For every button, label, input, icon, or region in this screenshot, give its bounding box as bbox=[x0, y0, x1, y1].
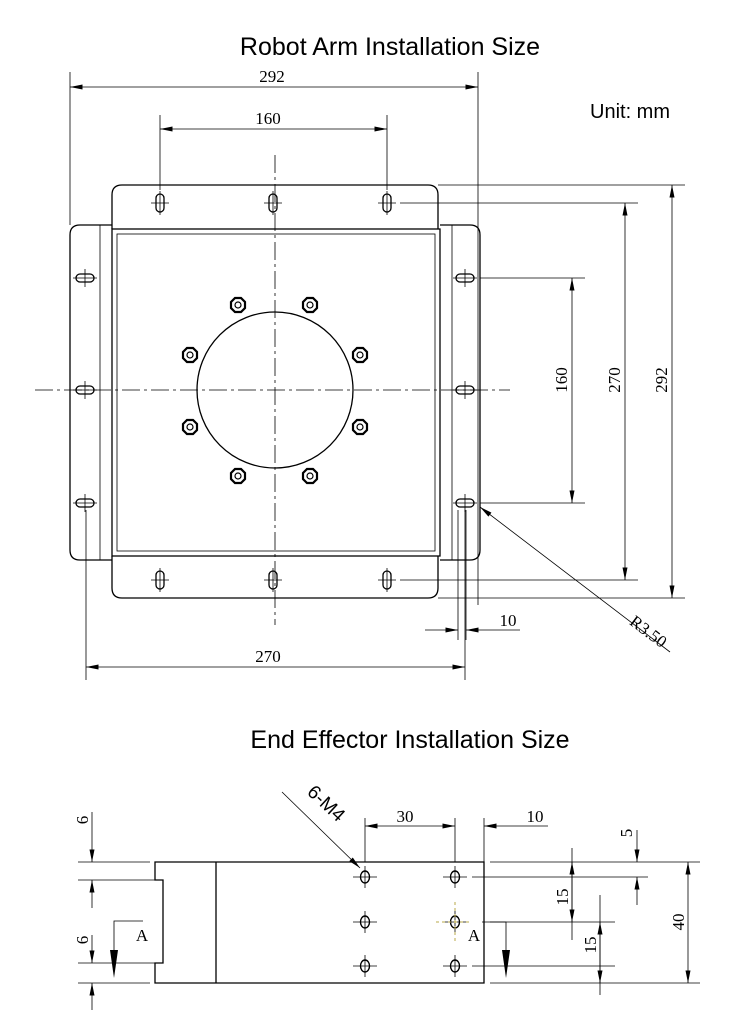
end-effector-title: End Effector Installation Size bbox=[250, 726, 569, 754]
dim-left-top: 6 bbox=[73, 816, 92, 825]
end-effector-drawing: End Effector Installation Size 6-M4 30 1… bbox=[73, 726, 700, 1010]
dim-height: 40 bbox=[669, 914, 688, 931]
thread-callout: 6-M4 bbox=[303, 782, 349, 827]
dim-bottom-slot-span: 270 bbox=[255, 647, 281, 666]
right-plate bbox=[440, 224, 481, 561]
section-label-left: A bbox=[136, 926, 149, 945]
dim-slot-offset: 10 bbox=[500, 611, 517, 630]
flange-body bbox=[154, 861, 485, 984]
base-body bbox=[111, 228, 441, 557]
section-arrow-right bbox=[502, 950, 510, 978]
dim-left-bottom: 6 bbox=[73, 936, 92, 945]
unit-label: Unit: mm bbox=[590, 101, 670, 123]
dim-hole-pitch-y1: 15 bbox=[553, 889, 572, 906]
dim-top-hole-span: 160 bbox=[255, 109, 281, 128]
dim-hole-pitch-y2: 15 bbox=[581, 937, 600, 954]
section-label-right: A bbox=[468, 926, 481, 945]
dim-overall-width: 292 bbox=[259, 67, 285, 86]
robot-arm-base-drawing: Robot Arm Installation Size Unit: mm bbox=[35, 33, 685, 680]
dim-right-hole-span: 160 bbox=[552, 367, 571, 393]
dim-overall-height: 292 bbox=[652, 367, 671, 393]
dim-slot-span-vertical: 270 bbox=[605, 367, 624, 393]
robot-arm-title: Robot Arm Installation Size bbox=[240, 33, 540, 61]
dim-edge-offset-x: 10 bbox=[527, 807, 544, 826]
dim-edge-offset-y: 5 bbox=[617, 829, 636, 838]
dim-hole-pitch-x: 30 bbox=[397, 807, 414, 826]
left-plate bbox=[69, 224, 112, 561]
dim-slot-radius: R3.50 bbox=[626, 612, 670, 652]
section-arrow-left bbox=[110, 950, 118, 978]
